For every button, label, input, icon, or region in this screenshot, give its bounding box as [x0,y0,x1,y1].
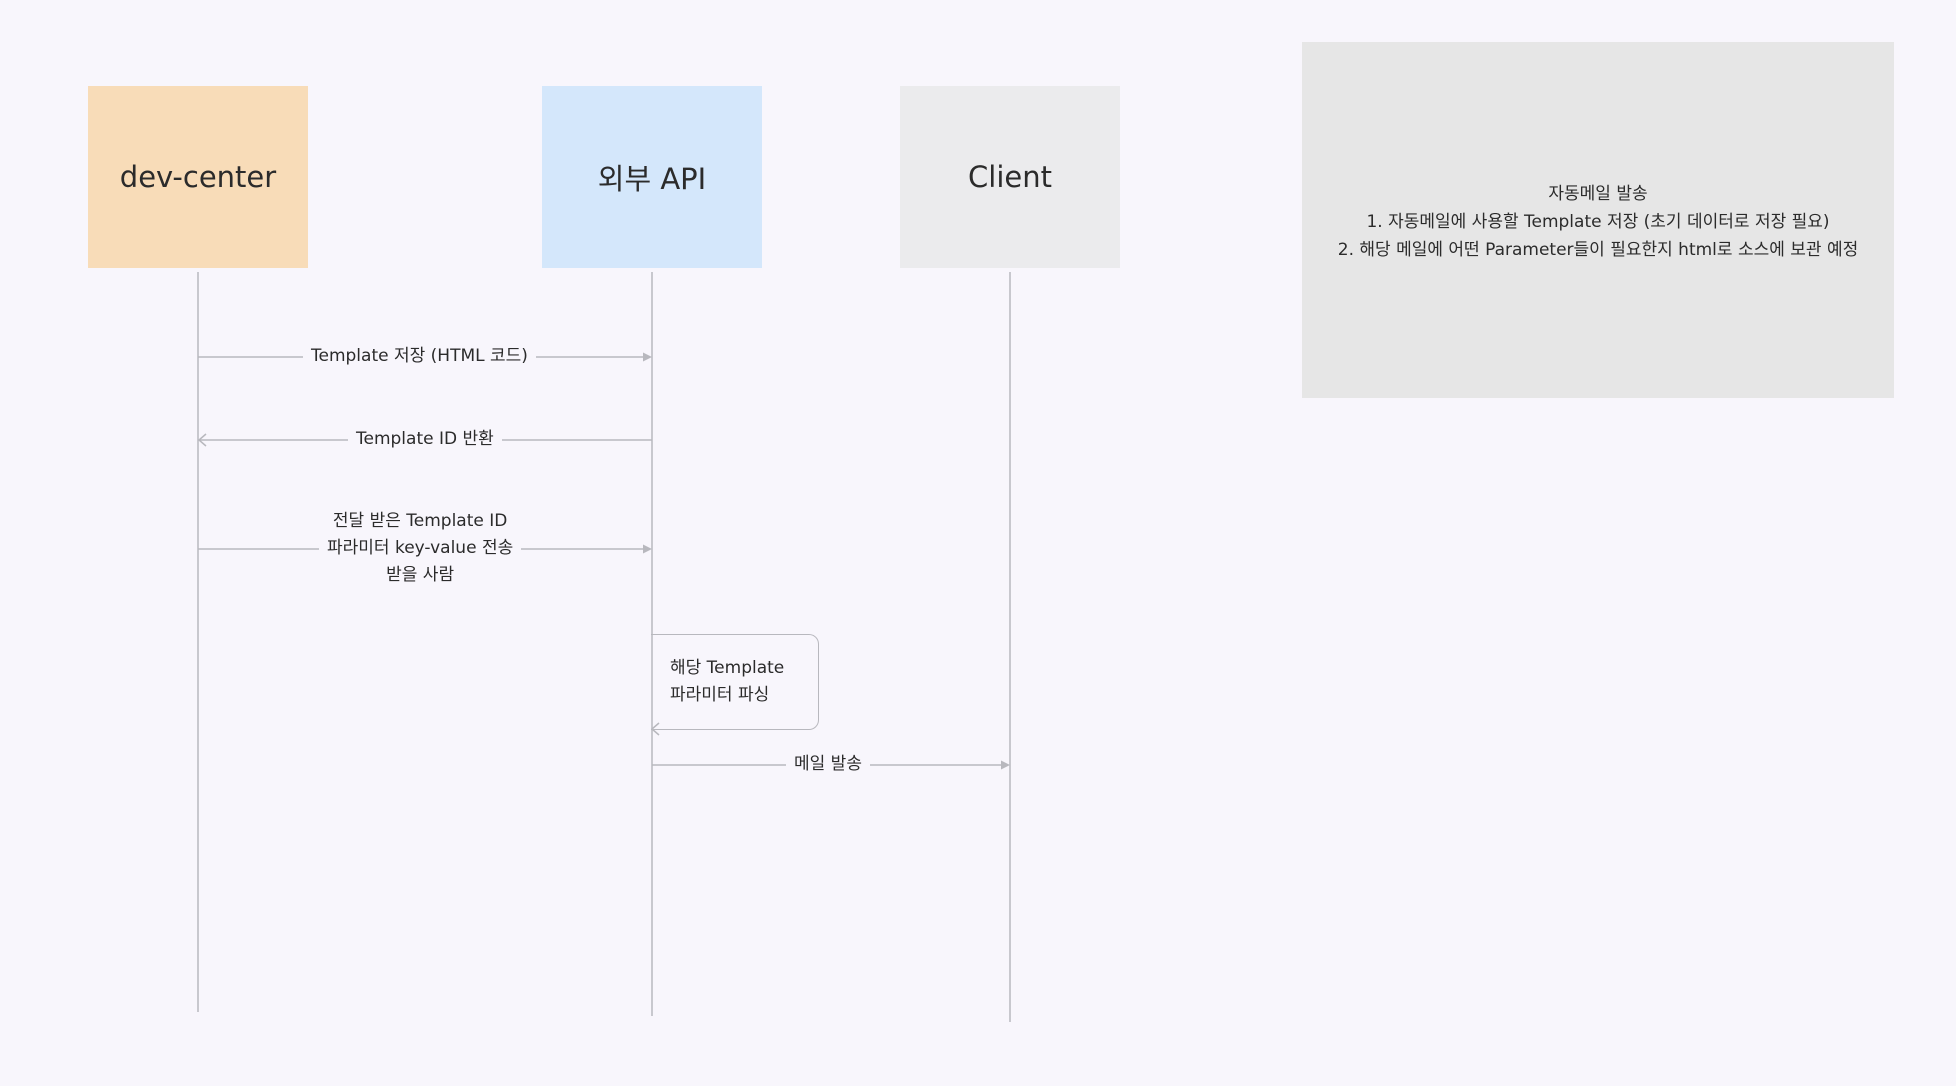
parse-message: 해당 Template 파라미터 파싱 [670,655,784,709]
save-template-message: Template 저장 (HTML 코드) [303,343,536,370]
send-params-line-2: 파라미터 key-value 전송 [327,538,514,558]
client-lane: Client [900,86,1120,268]
note-box: 자동메일 발송 1. 자동메일에 사용할 Template 저장 (초기 데이터… [1302,42,1894,398]
note-text: 자동메일 발송 1. 자동메일에 사용할 Template 저장 (초기 데이터… [1302,180,1894,264]
external-api-label: 외부 API [597,162,707,196]
send-params-line-3: 받을 사람 [386,565,455,585]
parse-line-1: 해당 Template [670,658,785,678]
send-mail-message: 메일 발송 [786,751,870,778]
save-template-arrowhead [643,352,652,362]
note-title: 자동메일 발송 [1548,184,1648,204]
parse-line-2: 파라미터 파싱 [670,685,770,705]
return-id-arrowhead [197,433,207,447]
external-api-lane: 외부 API [542,86,762,268]
parse-self-message-box [651,634,819,730]
send-mail-arrowhead [1001,760,1010,770]
return-id-message: Template ID 반환 [348,426,502,453]
send-params-message: 전달 받은 Template ID 파라미터 key-value 전송 받을 사… [319,508,522,589]
note-item-2: 2. 해당 메일에 어떤 Parameter들이 필요한지 html로 소스에 … [1337,240,1859,260]
client-label: Client [968,160,1052,194]
send-params-line-1: 전달 받은 Template ID [332,511,508,531]
dev-center-lane: dev-center [88,86,308,268]
send-params-arrowhead [643,544,652,554]
note-item-1: 1. 자동메일에 사용할 Template 저장 (초기 데이터로 저장 필요) [1366,212,1830,232]
dev-center-label: dev-center [119,160,277,194]
